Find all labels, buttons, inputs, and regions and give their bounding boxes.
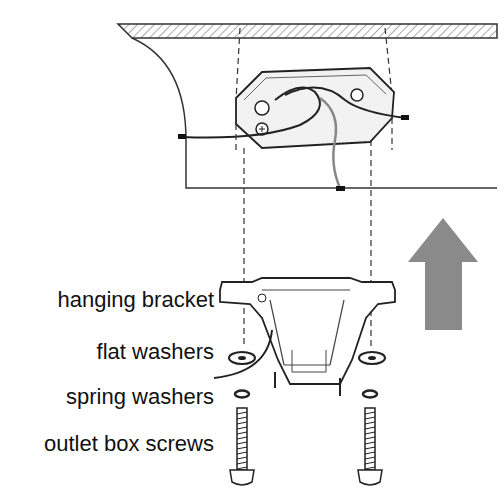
screw-thread xyxy=(237,412,247,414)
screw-thread xyxy=(237,417,247,419)
screw-thread xyxy=(365,432,375,434)
screw-thread xyxy=(365,447,375,449)
screw-thread xyxy=(237,452,247,454)
screw-thread xyxy=(365,422,375,424)
screw-thread xyxy=(365,427,375,429)
part-label: outlet box screws xyxy=(44,431,214,457)
screw-thread xyxy=(365,452,375,454)
screw-thread xyxy=(365,412,375,414)
screw-thread xyxy=(237,447,247,449)
screw-thread xyxy=(365,462,375,464)
screw-thread xyxy=(237,442,247,444)
screw-thread xyxy=(237,467,247,469)
screw-thread xyxy=(365,417,375,419)
screw-thread xyxy=(237,462,247,464)
screw-thread xyxy=(237,457,247,459)
part-label: flat washers xyxy=(97,339,214,365)
screw-thread xyxy=(365,437,375,439)
screw-thread xyxy=(237,422,247,424)
screw-thread xyxy=(365,457,375,459)
screw-thread xyxy=(365,467,375,469)
screw-thread xyxy=(237,432,247,434)
part-label: spring washers xyxy=(66,384,214,410)
screw-thread xyxy=(237,437,247,439)
screw-thread xyxy=(365,442,375,444)
part-label: hanging bracket xyxy=(57,287,214,313)
screw-thread xyxy=(237,427,247,429)
